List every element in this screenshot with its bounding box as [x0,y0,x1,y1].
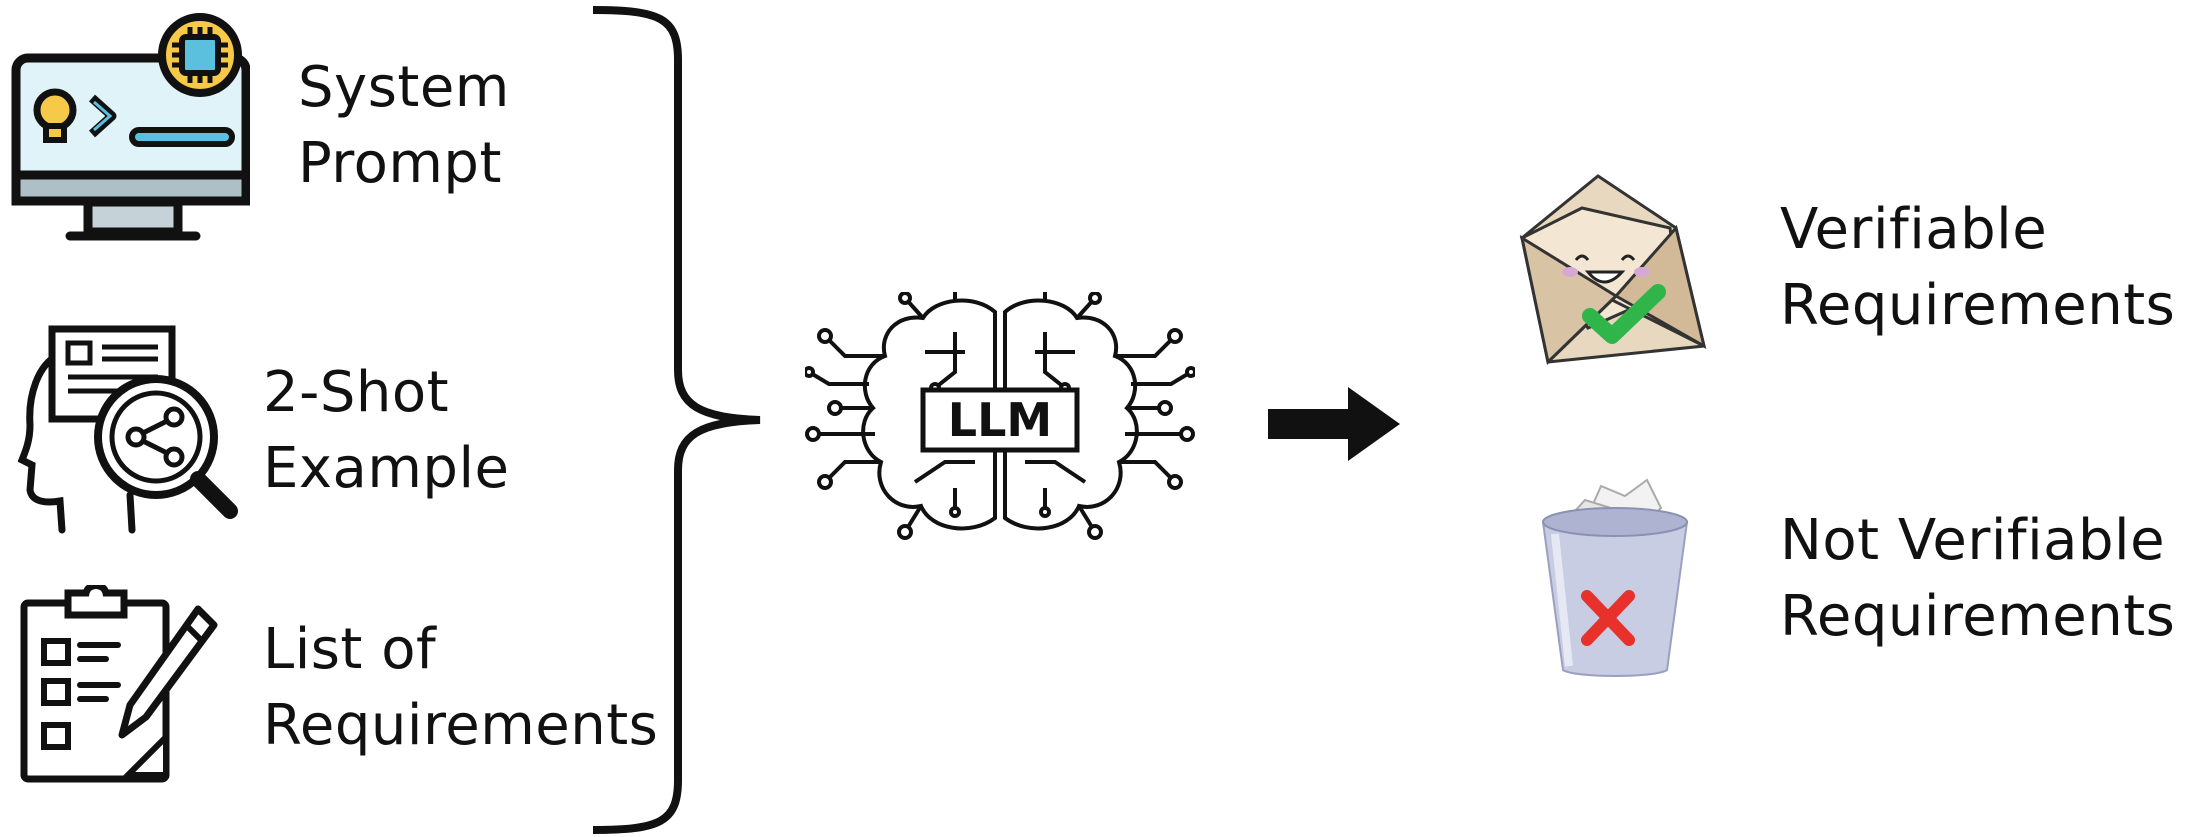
trash-bin-cross-icon [1541,478,1689,677]
output-label-line2: Requirements [1780,584,2176,649]
head-with-magnifier-icon [18,325,238,534]
clipboard-checklist-icon [20,585,218,783]
right-arrow-icon [1268,387,1400,461]
input-label-system-prompt: System Prompt [298,50,510,202]
input-label-line1: 2-Shot [263,360,450,425]
input-label-2-shot-example: 2-Shot Example [263,355,509,507]
circuit-brain-icon: LLM [805,292,1195,540]
llm-label: LLM [948,393,1052,447]
input-label-line2: Requirements [263,693,659,758]
input-label-line1: List of [263,617,437,682]
output-label-verifiable-requirements: Verifiable Requirements [1780,192,2175,344]
input-label-list-of-requirements: List of Requirements [263,612,658,764]
input-label-line2: Example [263,436,510,501]
computer-monitor-with-chip-icon [11,13,250,241]
output-label-line1: Not Verifiable [1780,508,2166,573]
input-label-line2: Prompt [298,131,502,196]
output-label-not-verifiable-requirements: Not Verifiable Requirements [1780,503,2175,655]
smiling-envelope-checkmark-icon [1519,174,1707,365]
output-label-line2: Requirements [1780,273,2176,338]
output-label-line1: Verifiable [1780,197,2048,262]
input-label-line1: System [298,55,510,120]
